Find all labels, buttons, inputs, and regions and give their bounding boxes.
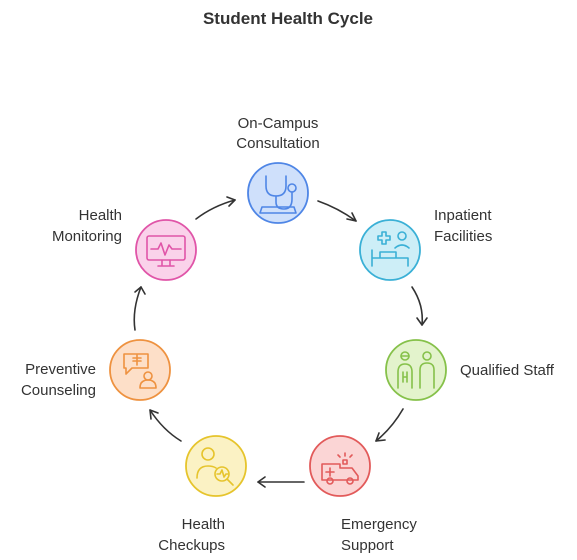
- node-checkups-circle: [185, 435, 247, 497]
- node-counseling: Preventive Counseling: [21, 339, 171, 401]
- arrow-counseling-to-monitoring: [133, 286, 146, 331]
- cycle-arrows: [133, 196, 428, 488]
- heart-monitor-icon: [146, 235, 186, 267]
- node-staff: Qualified Staff: [385, 339, 555, 401]
- node-emergency-label-line2: Support: [341, 537, 394, 554]
- node-monitoring-label-line2: Monitoring: [52, 228, 122, 245]
- arrow-checkups-to-counseling: [149, 409, 182, 442]
- node-counseling-label-line1: Preventive: [25, 361, 96, 378]
- node-counseling-circle: [109, 339, 171, 401]
- medical-staff-icon: [397, 351, 435, 389]
- node-emergency: Emergency Support: [309, 435, 417, 554]
- node-monitoring: Health Monitoring: [52, 207, 197, 281]
- hospital-bed-icon: [371, 231, 410, 267]
- node-checkups: Health Checkups: [158, 435, 247, 554]
- diagram-title: Student Health Cycle: [203, 9, 373, 28]
- node-inpatient-circle: [359, 219, 421, 281]
- health-check-icon: [196, 447, 234, 486]
- node-consultation: On-Campus Consultation: [236, 115, 320, 224]
- arrow-monitoring-to-consultation: [195, 196, 236, 220]
- node-inpatient-label-line1: Inpatient: [434, 207, 492, 224]
- node-checkups-label-line1: Health: [182, 516, 225, 533]
- node-staff-label: Qualified Staff: [460, 362, 555, 379]
- arrow-consultation-to-inpatient: [317, 200, 357, 222]
- arrow-staff-to-emergency: [375, 408, 404, 442]
- counseling-icon: [123, 353, 157, 389]
- node-monitoring-circle: [135, 219, 197, 281]
- node-consultation-circle: [247, 162, 309, 224]
- node-consultation-label-line2: Consultation: [236, 135, 319, 152]
- arrow-emergency-to-checkups: [257, 476, 305, 488]
- node-monitoring-label-line1: Health: [79, 207, 122, 224]
- node-inpatient: Inpatient Facilities: [359, 207, 492, 281]
- arrow-inpatient-to-staff: [411, 286, 428, 326]
- ambulance-icon: [321, 452, 359, 485]
- node-consultation-label-line1: On-Campus: [238, 115, 319, 132]
- node-counseling-label-line2: Counseling: [21, 382, 96, 399]
- node-staff-circle: [385, 339, 447, 401]
- node-inpatient-label-line2: Facilities: [434, 228, 492, 245]
- stethoscope-icon: [259, 175, 297, 214]
- node-emergency-label-line1: Emergency: [341, 516, 417, 533]
- node-checkups-label-line2: Checkups: [158, 537, 225, 554]
